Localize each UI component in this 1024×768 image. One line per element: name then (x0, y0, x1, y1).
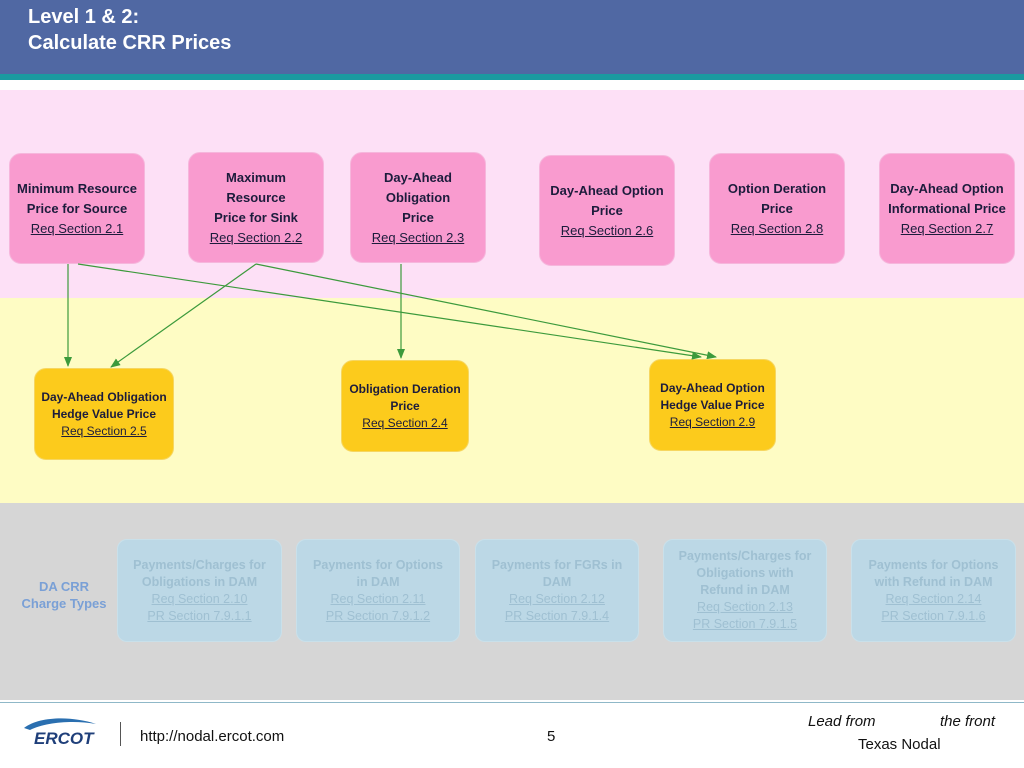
req-section-link[interactable]: Req Section 2.11 (330, 591, 426, 606)
req-section-link[interactable]: Req Section 2.7 (900, 220, 994, 236)
level1-band (0, 90, 1024, 298)
da-crr-label-line1: DA CRR (38, 579, 90, 594)
tagline-part1: Lead from (808, 713, 876, 730)
box-title: Day-Ahead Option (890, 180, 1004, 196)
da-crr-label-line2: Charge Types (21, 596, 107, 611)
box-title: Minimum Resource (17, 180, 137, 196)
logo-text: ERCOT (34, 729, 95, 748)
box-title: Obligations with (696, 566, 794, 580)
level1-box-min-resource-price[interactable]: Minimum Resource Price for Source Req Se… (9, 153, 145, 264)
box-title: Hedge Value Price (51, 406, 157, 421)
slide-title-line1: Level 1 & 2: (28, 6, 140, 28)
box-title: Price (591, 202, 623, 218)
req-section-link[interactable]: Req Section 2.10 (151, 591, 248, 606)
footer-url-link[interactable]: http://nodal.ercot.com (140, 728, 285, 745)
box-title: Day-Ahead Obligation (384, 169, 452, 205)
box-title: Day-Ahead Option (550, 182, 664, 198)
req-section-link[interactable]: Req Section 2.1 (30, 220, 124, 236)
charge-box-fgrs-dam[interactable]: Payments for FGRs in DAM Req Section 2.1… (475, 539, 639, 642)
title-bar (0, 0, 1024, 74)
tagline-texas-nodal: Texas Nodal (858, 736, 941, 753)
pr-section-link[interactable]: PR Section 7.9.1.6 (881, 608, 986, 623)
box-title: Payments for Options (868, 557, 999, 572)
level1-box-option-deration-price[interactable]: Option Deration Price Req Section 2.8 (709, 153, 845, 264)
box-title: in DAM (356, 574, 400, 589)
box-title: Price (402, 209, 434, 225)
box-title: Maximum Resource (226, 169, 286, 205)
req-section-link[interactable]: Req Section 2.5 (61, 423, 147, 438)
req-section-link[interactable]: Req Section 2.3 (371, 229, 465, 245)
box-title: Price for Source (26, 200, 128, 216)
level1-box-da-obligation-price[interactable]: Day-Ahead Obligation Price Req Section 2… (350, 152, 486, 263)
box-title: Obligations in DAM (141, 574, 258, 589)
pr-section-link[interactable]: PR Section 7.9.1.4 (504, 608, 610, 623)
charge-box-options-refund-dam[interactable]: Payments for Options with Refund in DAM … (851, 539, 1016, 642)
box-title: with Refund in DAM (874, 574, 993, 589)
pr-section-link[interactable]: PR Section 7.9.1.5 (692, 617, 798, 631)
charge-box-obligations-refund-dam[interactable]: Payments/Charges for Obligations with Re… (663, 539, 827, 642)
req-section-link[interactable]: Req Section 2.9 (669, 414, 756, 429)
da-crr-charge-types-label: DA CRR Charge Types (12, 578, 116, 612)
box-title: Day-Ahead Option (660, 380, 765, 395)
level1-box-max-resource-price[interactable]: Maximum Resource Price for Sink Req Sect… (188, 152, 324, 263)
req-section-link[interactable]: Req Section 2.12 (509, 591, 605, 606)
box-title: Obligation Deration (349, 381, 461, 396)
req-section-link[interactable]: Req Section 2.13 (697, 600, 793, 614)
box-title: Payments/Charges for (133, 557, 266, 572)
arrow-min-to-option-hedge (77, 263, 702, 360)
arrow-max-to-option-hedge (255, 263, 717, 360)
tagline-part2: the front (940, 713, 996, 730)
req-section-link[interactable]: Req Section 2.14 (885, 591, 982, 606)
box-title: Informational Price (888, 200, 1006, 216)
box-title: Hedge Value Price (660, 397, 765, 412)
req-section-link[interactable]: Req Section 2.8 (730, 220, 824, 236)
box-title: Price for Sink (214, 209, 298, 225)
level1-box-da-option-price[interactable]: Day-Ahead Option Price Req Section 2.6 (539, 155, 675, 266)
box-title: Option Deration Price (727, 180, 827, 216)
req-section-link[interactable]: Req Section 2.6 (560, 222, 654, 238)
box-title: Payments for FGRs in (491, 557, 623, 572)
level2-box-da-option-hedge-value[interactable]: Day-Ahead Option Hedge Value Price Req S… (649, 359, 776, 451)
title-bar-stripe (0, 74, 1024, 80)
charge-box-obligations-dam[interactable]: Payments/Charges for Obligations in DAM … (117, 539, 282, 642)
footer-divider (0, 702, 1024, 703)
level2-box-obligation-deration-price[interactable]: Obligation Deration Price Req Section 2.… (341, 360, 469, 452)
pr-section-link[interactable]: PR Section 7.9.1.1 (147, 608, 252, 623)
box-title: DAM (542, 574, 572, 589)
level2-box-da-obligation-hedge-value[interactable]: Day-Ahead Obligation Hedge Value Price R… (34, 368, 174, 460)
slide-title-line2: Calculate CRR Prices (28, 32, 232, 54)
pr-section-link[interactable]: PR Section 7.9.1.2 (325, 608, 431, 623)
charge-box-options-dam[interactable]: Payments for Options in DAM Req Section … (296, 539, 460, 642)
arrow-max-to-obligation-hedge (110, 263, 257, 368)
ercot-logo: ERCOT (24, 718, 96, 748)
req-section-link[interactable]: Req Section 2.4 (362, 415, 448, 430)
box-title: Payments/Charges for (678, 549, 812, 563)
box-title: Payments for Options (313, 557, 443, 572)
slide-title: Level 1 & 2: Calculate CRR Prices (28, 4, 231, 56)
box-title: Refund in DAM (700, 583, 790, 597)
req-section-link[interactable]: Req Section 2.2 (209, 229, 303, 245)
page-number: 5 (547, 728, 556, 745)
box-title: Price (390, 398, 420, 413)
footer-separator (120, 722, 121, 746)
level1-box-da-option-info-price[interactable]: Day-Ahead Option Informational Price Req… (879, 153, 1015, 264)
box-title: Day-Ahead Obligation (41, 389, 167, 404)
